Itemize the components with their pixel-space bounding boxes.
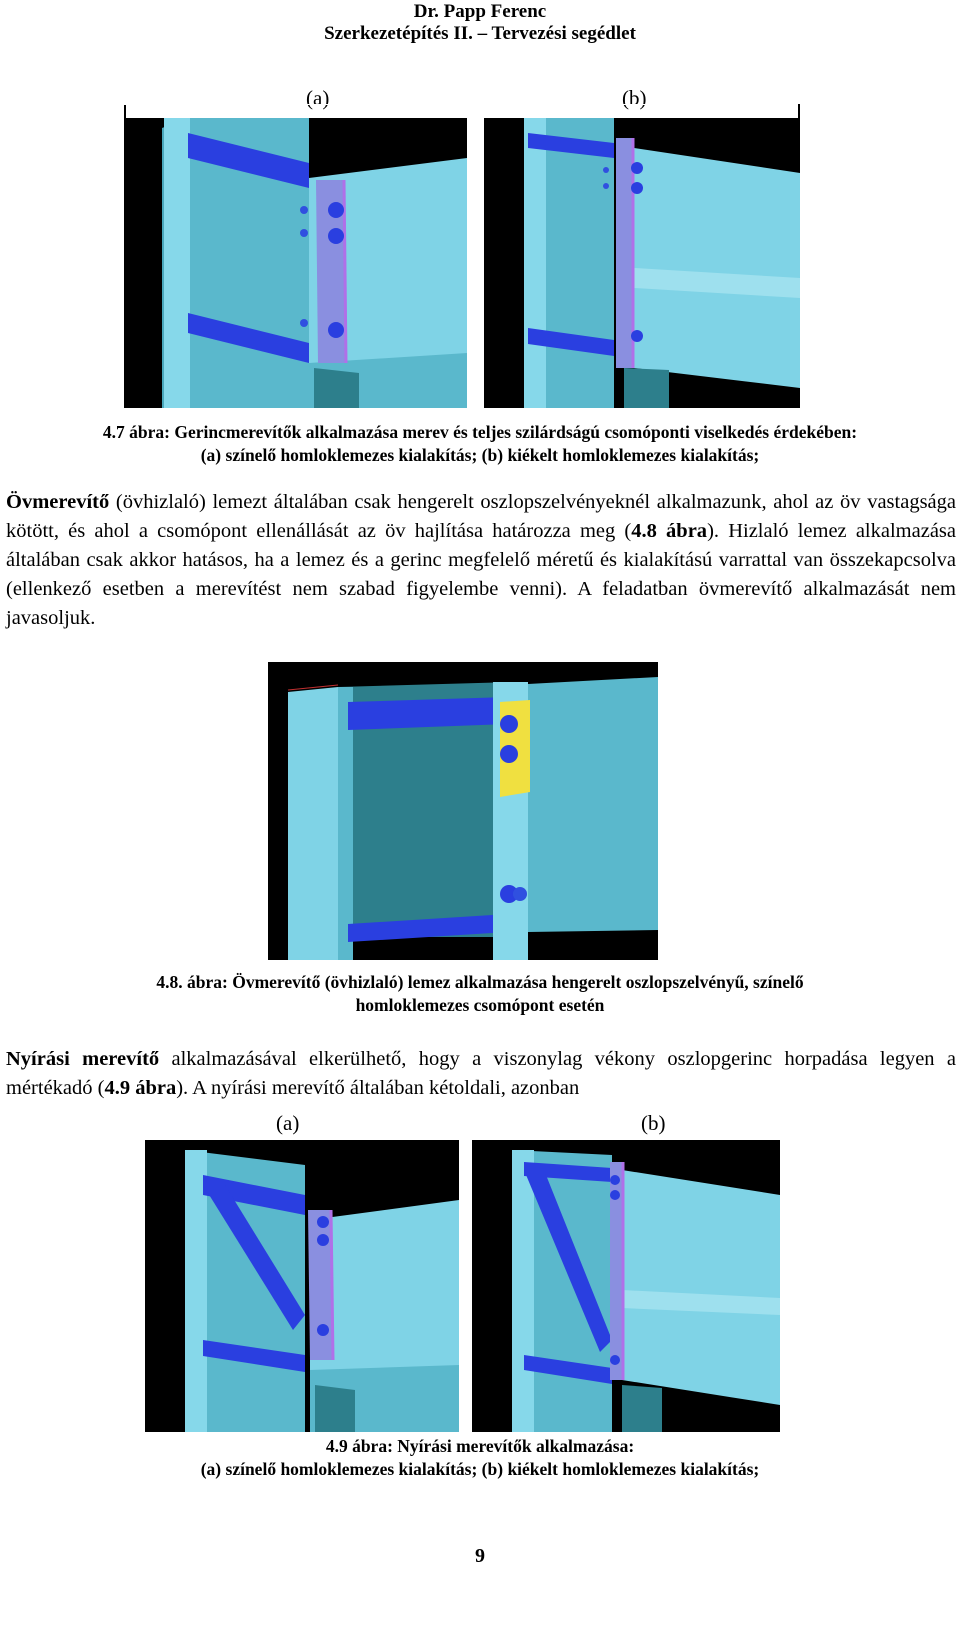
para1-text2: ). Hizlaló lemez alkalmazása általában c… xyxy=(6,520,956,629)
term-flange-stiffener: Övmerevítő xyxy=(6,491,110,513)
fig47-caption-line1: 4.7 ábra: Gerincmerevítők alkalmazása me… xyxy=(102,422,858,442)
para2-text1: alkalmazásával elkerülhető, hogy a viszo… xyxy=(6,1048,956,1099)
header-author: Dr. Papp Ferenc xyxy=(413,1,547,22)
fig48-image xyxy=(268,662,658,960)
fig49-label-b: (b) xyxy=(641,1111,666,1135)
fig47a-image xyxy=(124,118,467,408)
fig47-caption-line2: (a) színelő homloklemezes kialakítás; (b… xyxy=(200,445,760,465)
para2-text2: ). A nyírási merevítő általában kétoldal… xyxy=(176,1077,580,1099)
fig49a-image xyxy=(145,1140,459,1432)
fig48-caption-line2: homloklemezes csomópont esetén xyxy=(355,995,605,1015)
fig47-label-a: (a) xyxy=(306,86,330,110)
fig49-caption-line2: (a) színelő homloklemezes kialakítás; (b… xyxy=(200,1459,760,1479)
fig49-caption-line1: 4.9 ábra: Nyírási merevítők alkalmazása: xyxy=(325,1436,635,1456)
paragraph-flange-stiffener: Övmerevítő (övhizlaló) lemezt általában … xyxy=(6,488,956,633)
fig47-bracket-right xyxy=(798,104,800,118)
fig48-caption-line1: 4.8. ábra: Övmerevítő (övhizlaló) lemez … xyxy=(156,972,804,992)
fig49b-image xyxy=(472,1140,780,1432)
para1-text1: (övhizlaló) lemezt általában csak henger… xyxy=(6,491,956,542)
fig47-bracket-left xyxy=(124,104,126,118)
fig47-label-b: (b) xyxy=(622,86,647,110)
fig47-bracket-top xyxy=(124,104,800,105)
fig47b-image xyxy=(484,118,800,408)
para2-figure-ref: 4.9 ábra xyxy=(104,1077,177,1099)
para1-figure-ref: 4.8 ábra xyxy=(631,520,708,542)
page-number: 9 xyxy=(475,1545,485,1567)
paragraph-shear-stiffener: Nyírási merevítő alkalmazásával elkerülh… xyxy=(6,1045,956,1103)
header-course: Szerkezetépítés II. – Tervezési segédlet xyxy=(324,23,636,44)
term-shear-stiffener: Nyírási merevítő xyxy=(6,1048,160,1070)
fig49-label-a: (a) xyxy=(276,1111,300,1135)
